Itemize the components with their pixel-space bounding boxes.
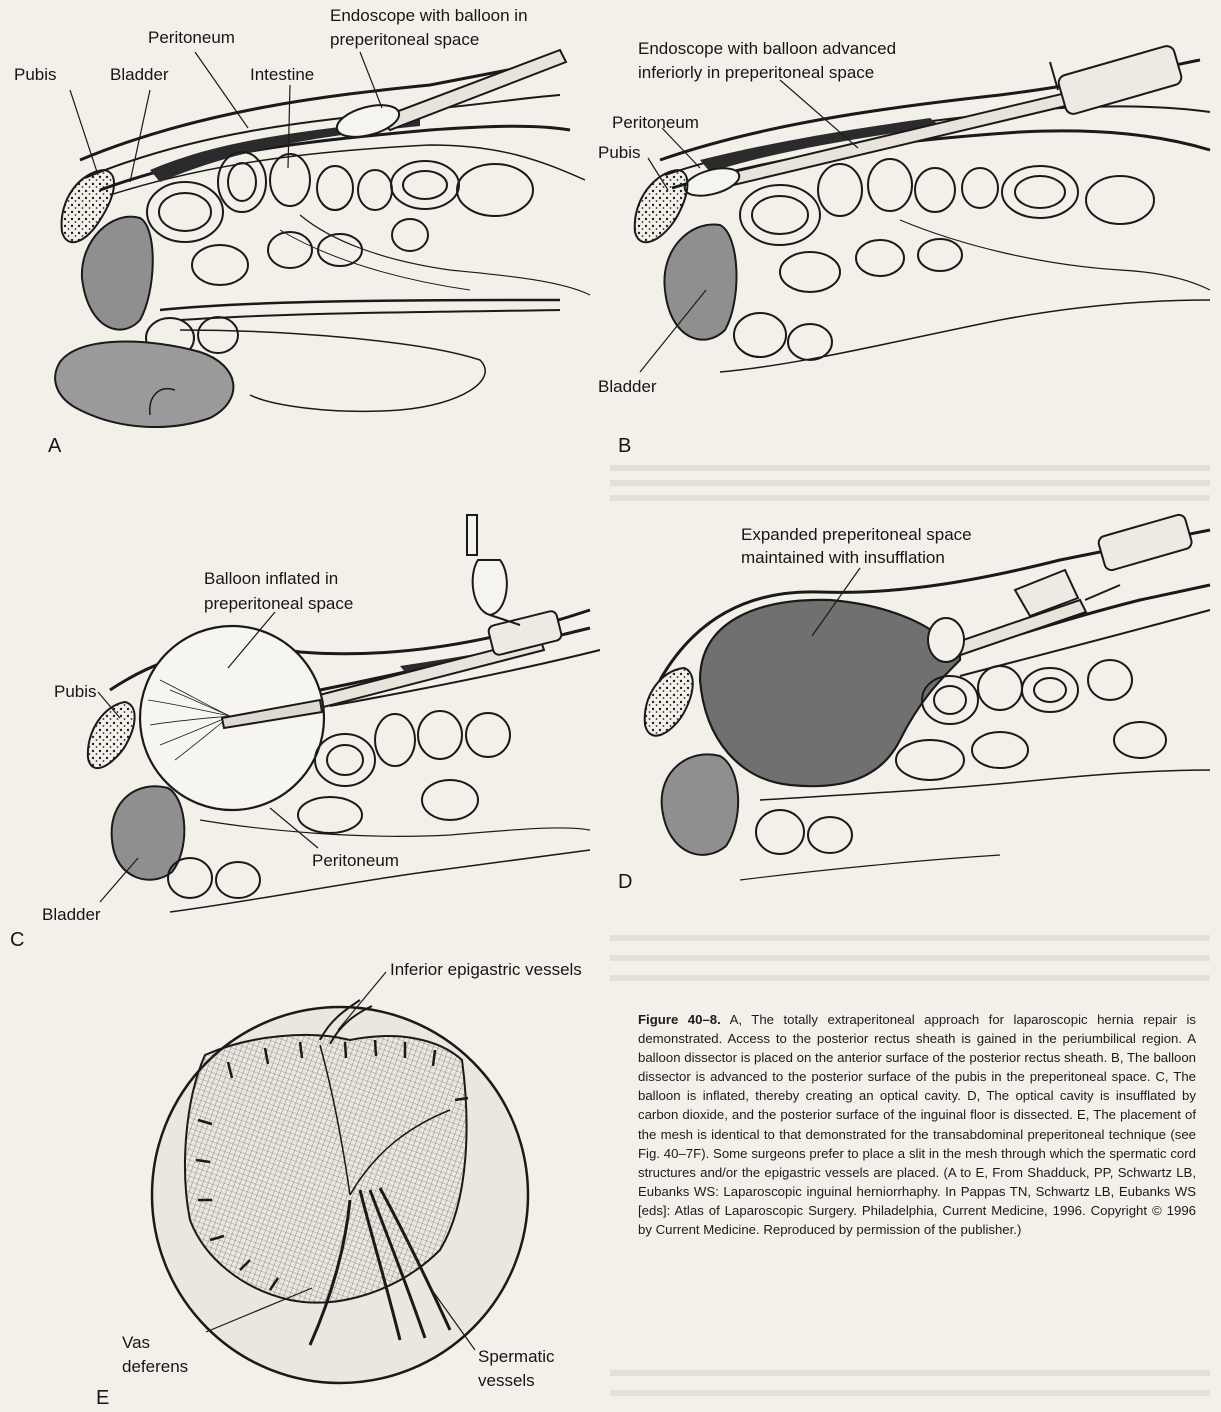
label-pubis-c: Pubis — [54, 682, 97, 701]
label-bladder-c: Bladder — [42, 905, 101, 924]
label-expanded-space-d-1: Expanded preperitoneal space — [741, 525, 972, 544]
label-vas-deferens-2: deferens — [122, 1357, 188, 1376]
label-peritoneum-a: Peritoneum — [148, 28, 235, 47]
label-peritoneum-b: Peritoneum — [612, 113, 699, 132]
panel-letter-b: B — [618, 435, 631, 457]
panel-letter-d: D — [618, 871, 632, 893]
figure-caption: Figure 40–8. A, The totally extraperiton… — [638, 1010, 1196, 1239]
caption-text: A, The totally extraperitoneal approach … — [638, 1012, 1196, 1237]
panel-letter-e: E — [96, 1387, 109, 1409]
label-balloon-inflated-c-2: preperitoneal space — [204, 594, 353, 613]
panel-e-illustration — [152, 1000, 528, 1383]
label-vas-deferens-1: Vas — [122, 1333, 150, 1352]
label-endoscope-with-balloon-a-2: preperitoneal space — [330, 30, 479, 49]
label-inferior-epigastric-vessels: Inferior epigastric vessels — [390, 960, 582, 979]
label-endoscope-advanced-b-1: Endoscope with balloon advanced — [638, 39, 896, 58]
label-intestine-a: Intestine — [250, 65, 314, 84]
label-bladder-a: Bladder — [110, 65, 169, 84]
label-endoscope-with-balloon-a-1: Endoscope with balloon in — [330, 6, 528, 25]
label-endoscope-advanced-b-2: inferiorly in preperitoneal space — [638, 63, 874, 82]
label-expanded-space-d-2: maintained with insufflation — [741, 548, 945, 567]
panel-b-illustration — [635, 44, 1210, 372]
panel-a-illustration — [55, 50, 590, 427]
label-bladder-b: Bladder — [598, 377, 657, 396]
panel-d-illustration — [645, 513, 1210, 880]
label-spermatic-vessels-2: vessels — [478, 1371, 535, 1390]
label-spermatic-vessels-1: Spermatic — [478, 1347, 555, 1366]
label-pubis-b: Pubis — [598, 143, 641, 162]
panel-letter-c: C — [10, 929, 24, 951]
label-peritoneum-c: Peritoneum — [312, 851, 399, 870]
label-balloon-inflated-c-1: Balloon inflated in — [204, 569, 338, 588]
figure-label: Figure 40–8. — [638, 1012, 721, 1027]
label-pubis-a: Pubis — [14, 65, 57, 84]
panel-b-labels: Endoscope with balloon advanced inferior… — [598, 39, 896, 457]
panel-letter-a: A — [48, 435, 62, 457]
